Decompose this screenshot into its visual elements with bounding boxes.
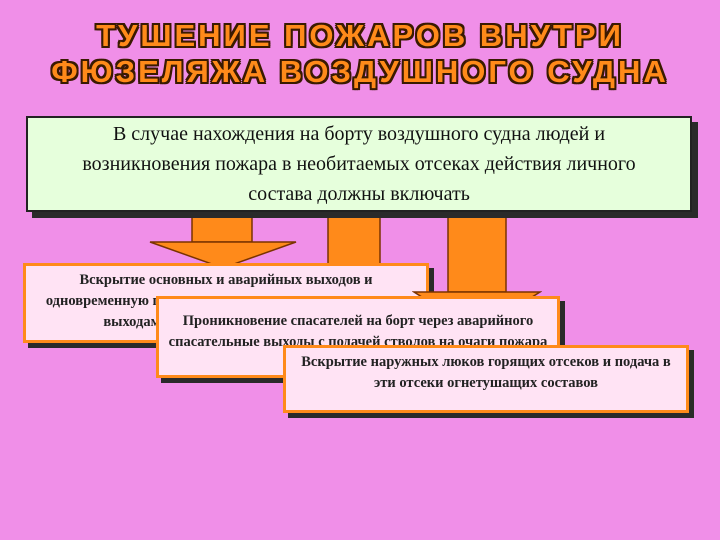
main-statement-text: В случае нахождения на борту воздушного …: [82, 123, 636, 205]
slide-title-line-2: ФЮЗЕЛЯЖА ВОЗДУШНОГО СУДНА: [51, 54, 669, 89]
action-card-3: Вскрытие наружных люков горящих отсеков …: [283, 345, 689, 413]
slide-title-line-1: ТУШЕНИЕ ПОЖАРОВ ВНУТРИ: [96, 18, 624, 53]
down-arrow-icon: [149, 210, 297, 269]
main-statement-box: В случае нахождения на борту воздушного …: [26, 116, 692, 212]
